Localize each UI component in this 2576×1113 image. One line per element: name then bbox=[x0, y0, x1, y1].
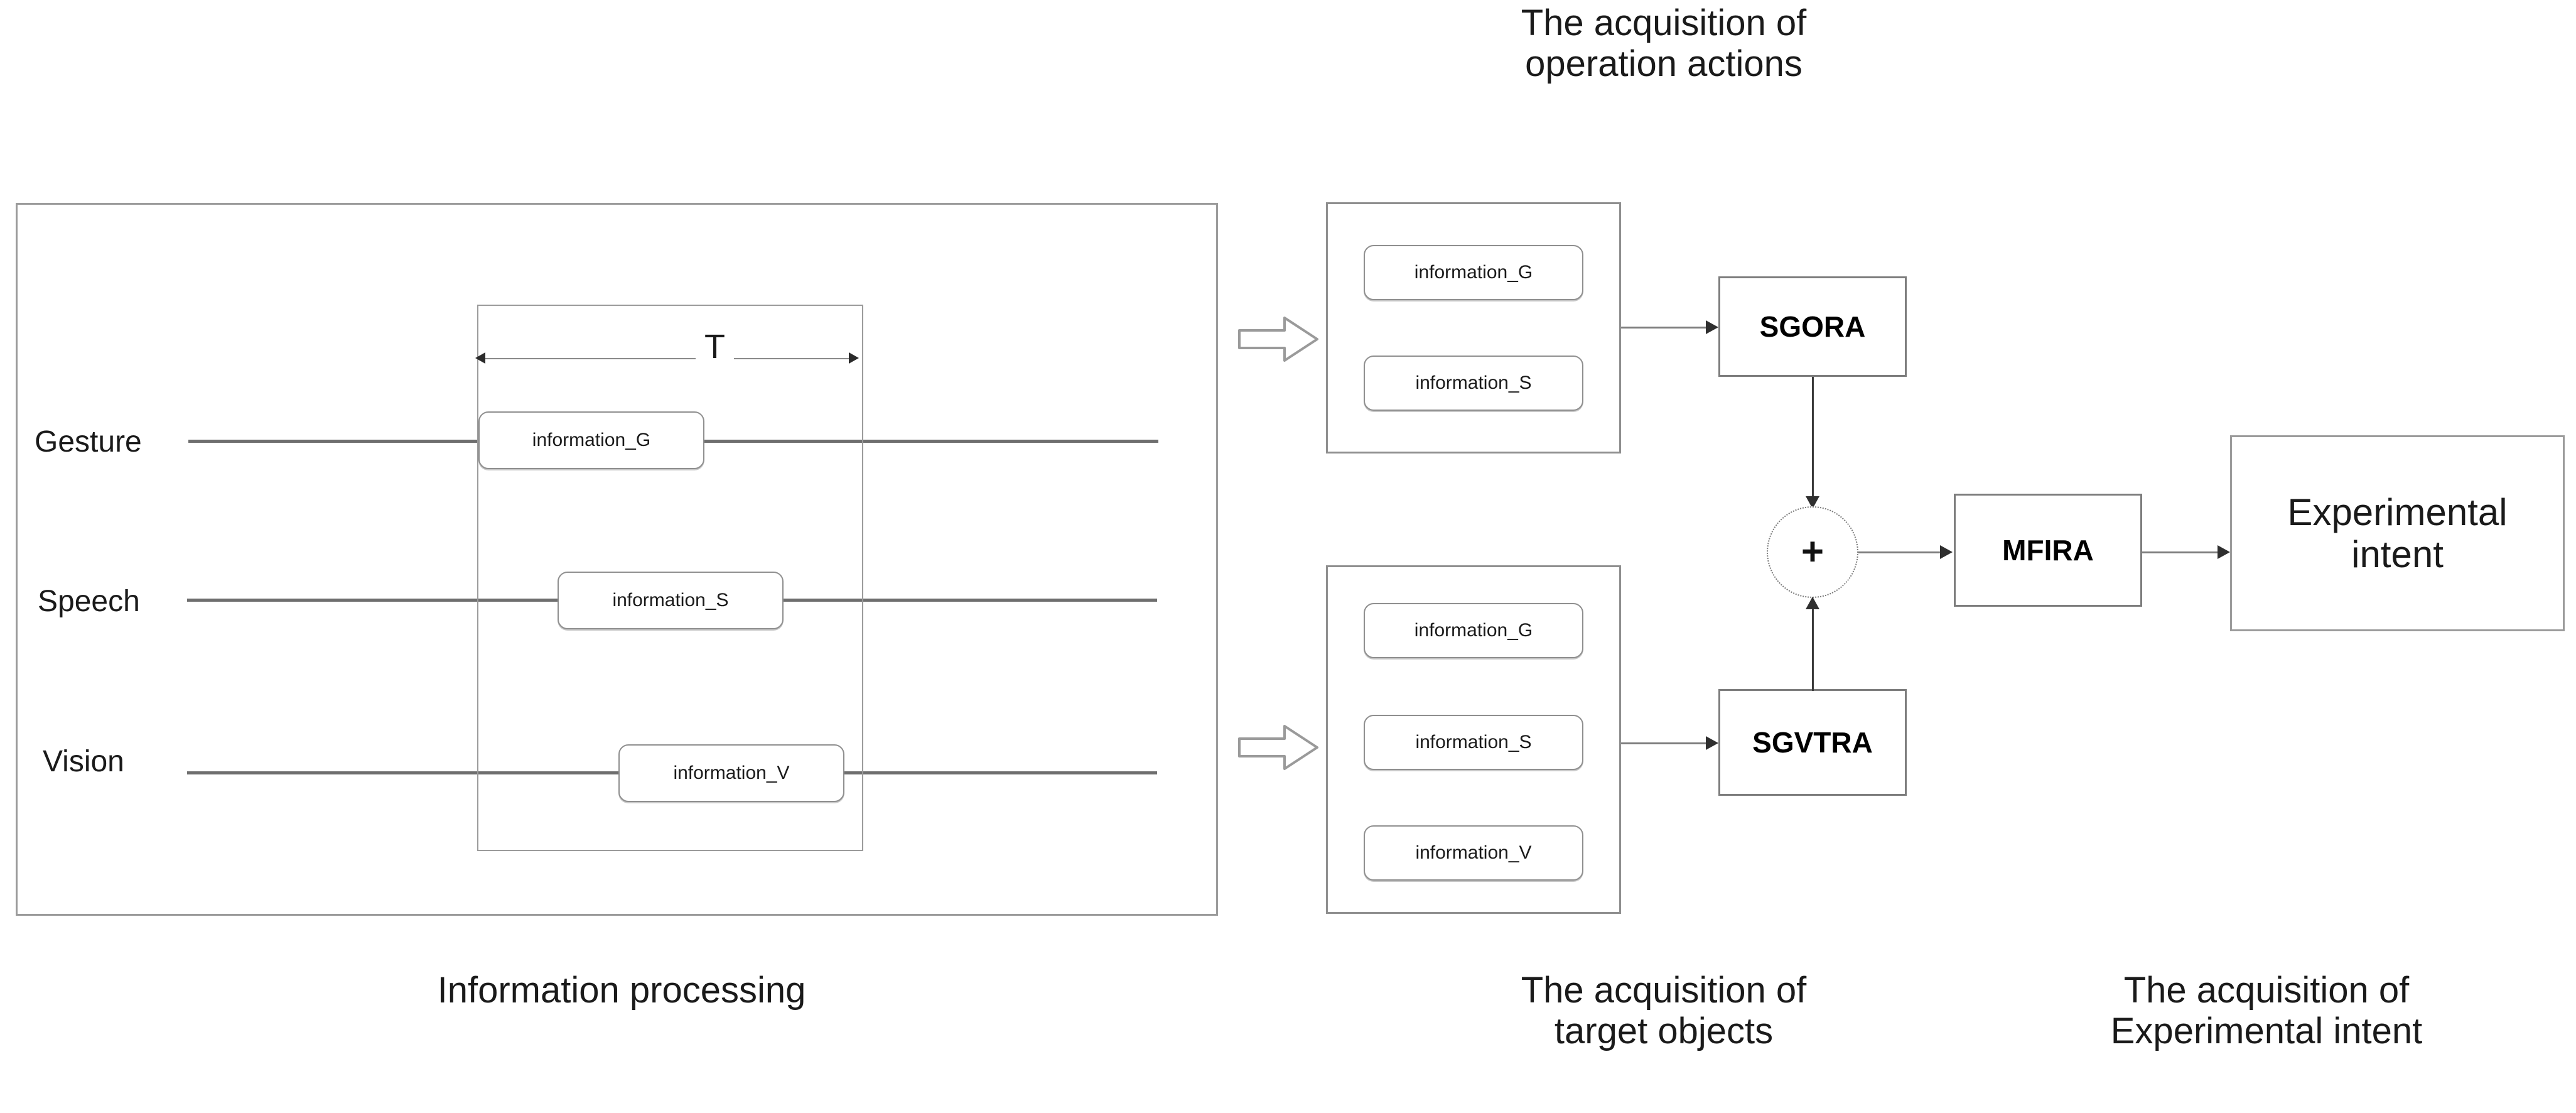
time-window-measure-line bbox=[483, 358, 857, 359]
operation-actions-chip-information-s[interactable]: information_S bbox=[1364, 356, 1583, 411]
caption-acquisition-of-operation-actions: The acquisition of operation actions bbox=[1521, 3, 1807, 84]
connector-sgora-to-sum bbox=[1812, 377, 1814, 502]
operation-actions-chip-information-g[interactable]: information_G bbox=[1364, 245, 1583, 300]
flow-arrow-to-target-objects-icon bbox=[1238, 725, 1318, 770]
modality-label-speech: Speech bbox=[38, 585, 140, 618]
arrowhead-sgora-to-sum-icon bbox=[1806, 496, 1819, 509]
measure-arrow-right-icon bbox=[849, 352, 859, 364]
caption-acquisition-of-experimental-intent: The acquisition of Experimental intent bbox=[2110, 970, 2423, 1051]
arrowhead-to-mfira-icon bbox=[1940, 545, 1953, 559]
information-processing-frame bbox=[16, 203, 1218, 916]
target-objects-chip-information-v[interactable]: information_V bbox=[1364, 825, 1583, 881]
operation-actions-group-box bbox=[1326, 202, 1621, 453]
arrowhead-to-sgora-icon bbox=[1706, 320, 1718, 334]
modality-label-vision: Vision bbox=[43, 745, 124, 778]
processor-box-mfira[interactable]: MFIRA bbox=[1954, 494, 2142, 607]
connector-target-group-to-sgvtra bbox=[1621, 742, 1712, 744]
measure-arrow-left-icon bbox=[475, 352, 485, 364]
modality-label-gesture: Gesture bbox=[35, 425, 142, 459]
time-window-label: T bbox=[696, 330, 734, 364]
output-box-experimental-intent[interactable]: Experimental intent bbox=[2230, 435, 2565, 631]
processor-box-sgora[interactable]: SGORA bbox=[1718, 276, 1907, 377]
target-objects-chip-information-s[interactable]: information_S bbox=[1364, 715, 1583, 770]
connector-sum-to-mfira bbox=[1858, 551, 1946, 553]
caption-acquisition-of-target-objects: The acquisition of target objects bbox=[1521, 970, 1807, 1051]
arrowhead-to-output-icon bbox=[2218, 545, 2230, 559]
sum-node-plus-circle-icon: + bbox=[1767, 506, 1858, 598]
arrowhead-sgvtra-to-sum-icon bbox=[1806, 597, 1819, 609]
timeline-chip-information-g[interactable]: information_G bbox=[478, 411, 704, 469]
connector-mfira-to-output bbox=[2142, 551, 2224, 553]
target-objects-chip-information-g[interactable]: information_G bbox=[1364, 603, 1583, 658]
timeline-chip-information-s[interactable]: information_S bbox=[558, 572, 784, 629]
time-window-rect bbox=[477, 305, 863, 851]
connector-operation-group-to-sgora bbox=[1621, 327, 1712, 328]
flow-arrow-to-operation-actions-icon bbox=[1238, 317, 1318, 362]
caption-information-processing: Information processing bbox=[437, 970, 806, 1011]
timeline-chip-information-v[interactable]: information_V bbox=[618, 744, 844, 802]
connector-sgvtra-to-sum bbox=[1812, 603, 1814, 691]
processor-box-sgvtra[interactable]: SGVTRA bbox=[1718, 689, 1907, 796]
arrowhead-to-sgvtra-icon bbox=[1706, 736, 1718, 750]
